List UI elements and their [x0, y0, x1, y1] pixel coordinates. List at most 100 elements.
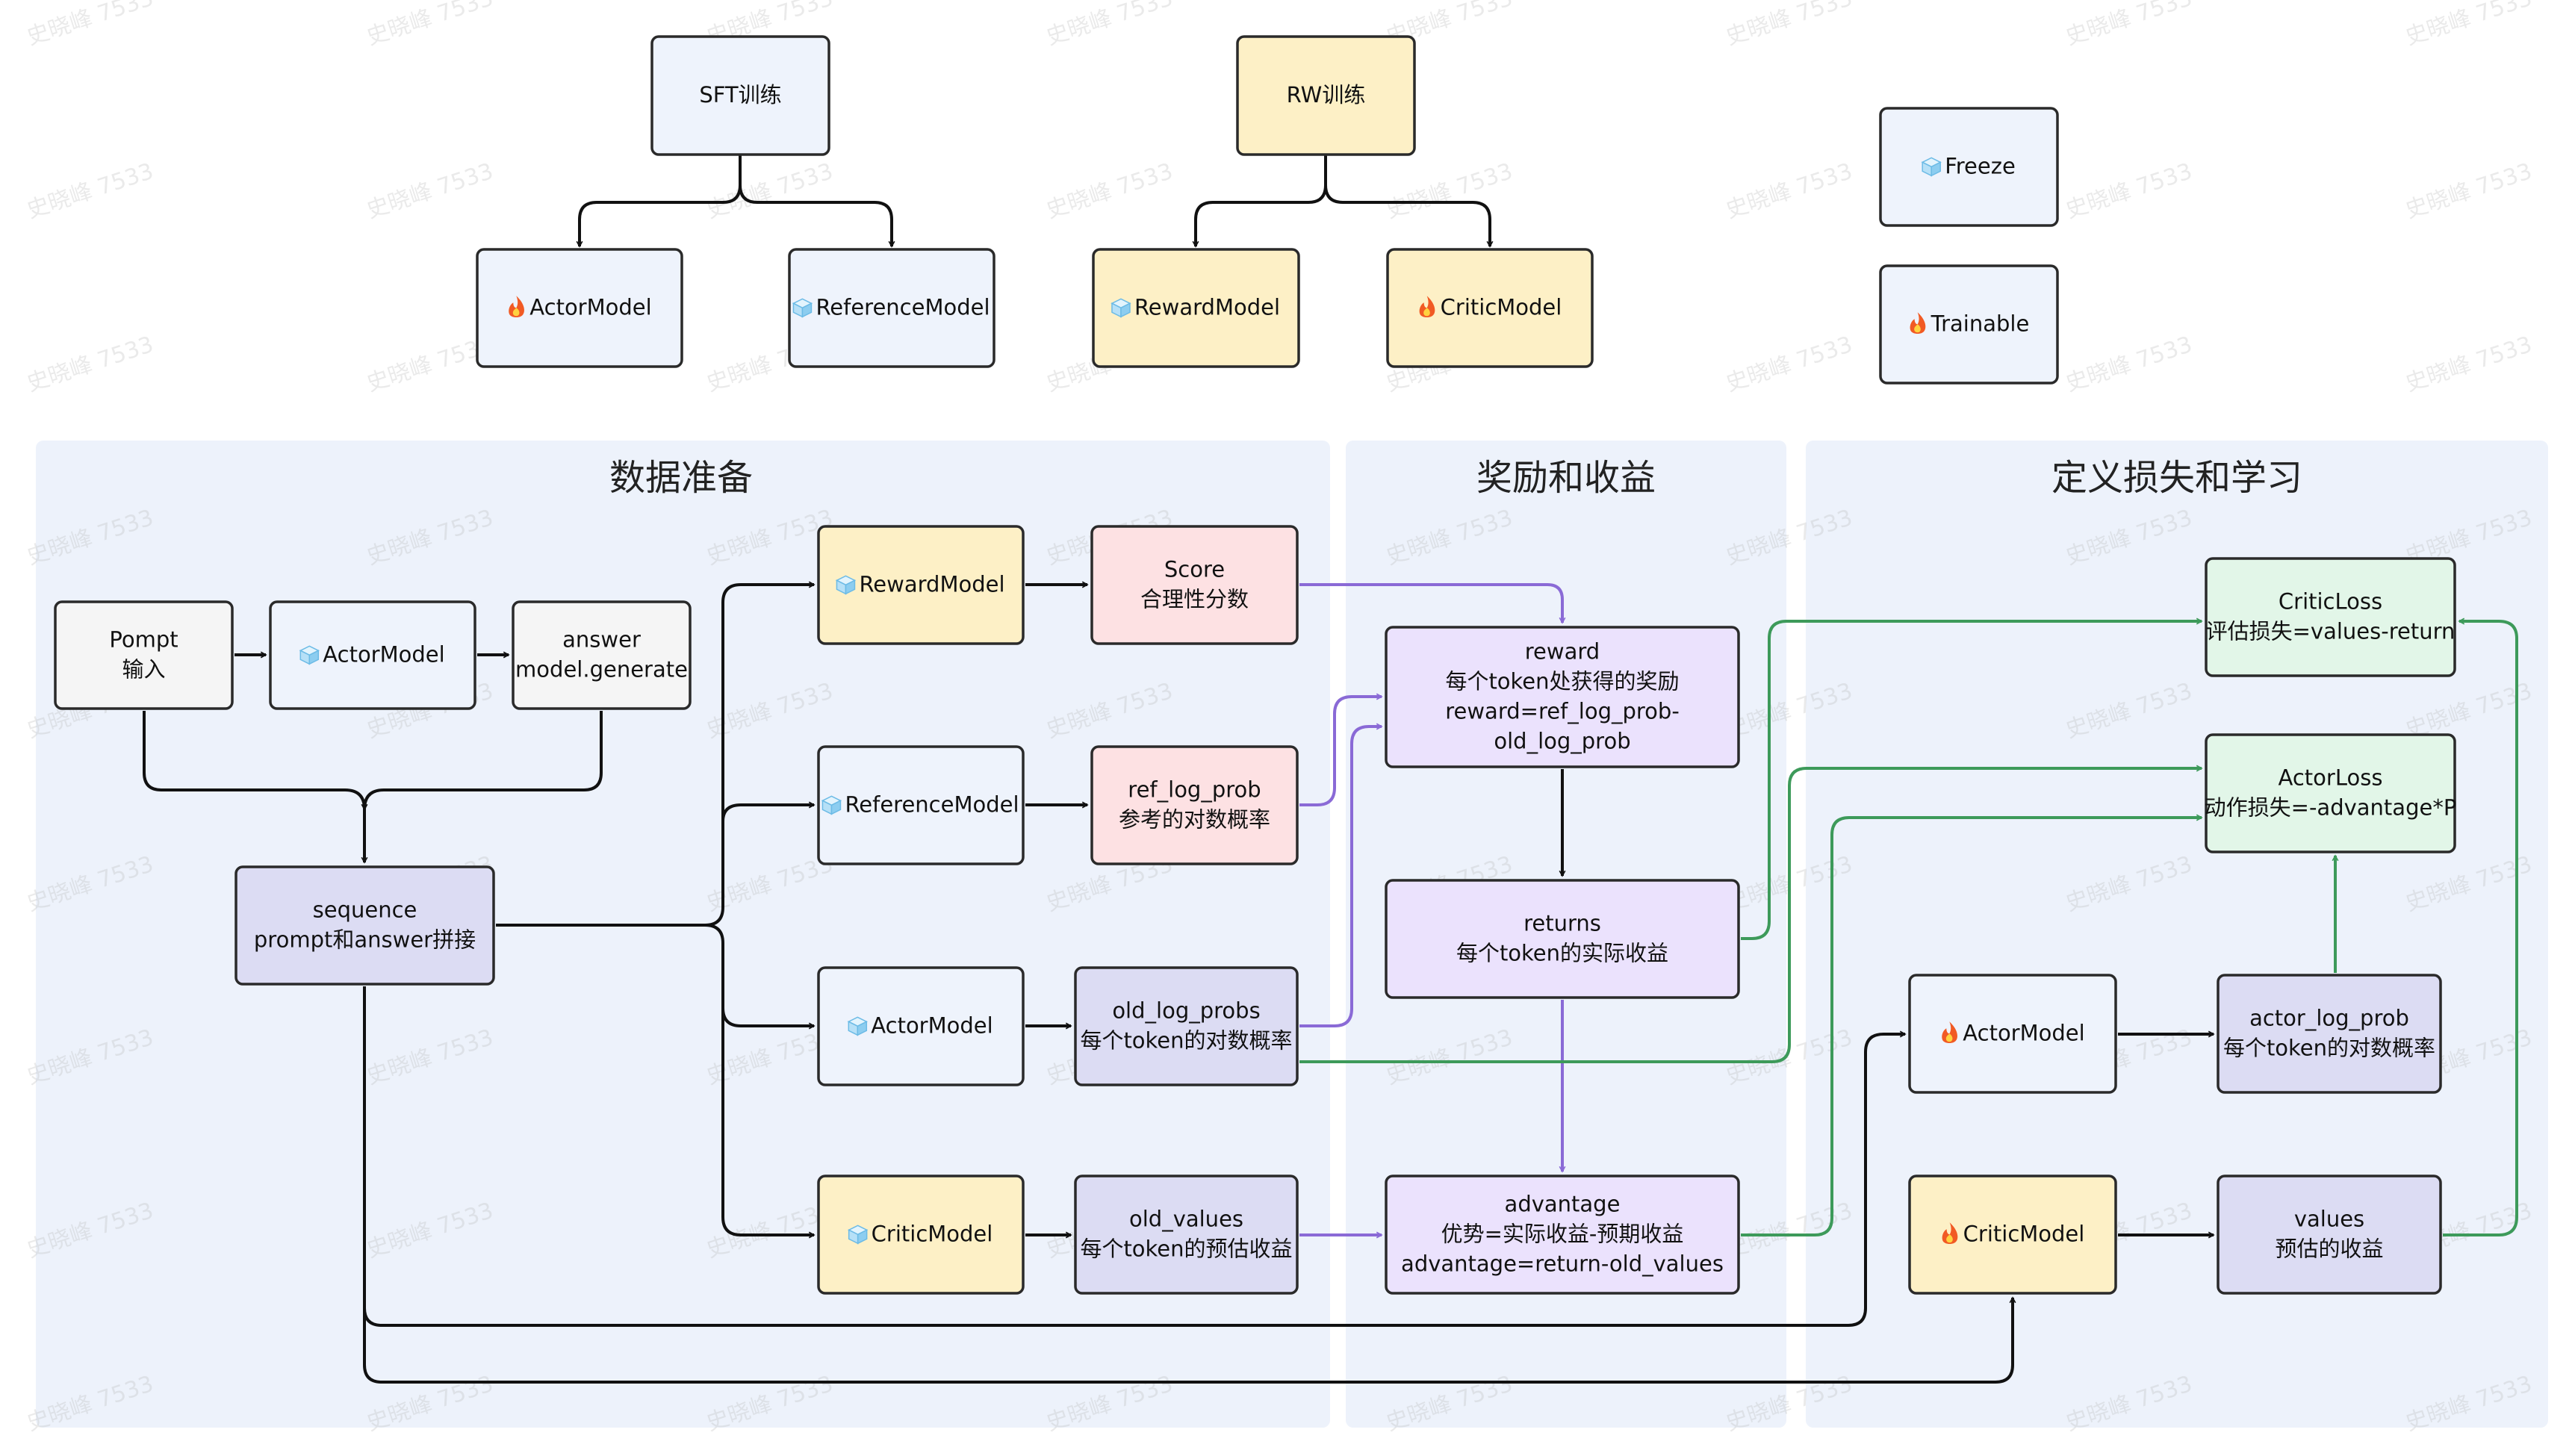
node-label: ActorLoss — [2279, 765, 2383, 790]
node-box — [1879, 264, 2059, 385]
ice-cube-icon — [299, 645, 320, 665]
ice-cube-icon — [847, 1225, 869, 1245]
node-label: reward — [1525, 638, 1600, 664]
watermark-text: 史晓峰 7533 — [2063, 0, 2196, 51]
node-box — [2217, 1175, 2442, 1295]
section-title: 定义损失和学习 — [2051, 457, 2302, 499]
node-label: ActorModel — [1963, 1020, 2084, 1045]
node-label: advantage=return-old_values — [1401, 1251, 1724, 1276]
node-label: 每个token的实际收益 — [1456, 940, 1668, 965]
node-top-ref: ReferenceModel — [788, 248, 995, 368]
node-box — [476, 248, 683, 368]
node-rw: RW训练 — [1236, 35, 1416, 156]
node-label: 预估的收益 — [2275, 1236, 2383, 1261]
node-box — [269, 600, 476, 710]
node-label: old_values — [1129, 1206, 1243, 1231]
fire-icon — [1419, 296, 1435, 318]
node-box — [1879, 107, 2059, 227]
section-title: 数据准备 — [609, 457, 753, 499]
watermark-text: 史晓峰 7533 — [1043, 158, 1176, 224]
ice-cube-icon — [1111, 298, 1131, 318]
node-old-log-probs: old_log_probs 每个token的对数概率 — [1074, 966, 1299, 1086]
node-dp-critic: CriticModel — [817, 1175, 1025, 1295]
node-box — [1908, 974, 2117, 1094]
node-top-actor: ActorModel — [476, 248, 683, 368]
node-legend-trainable: Trainable — [1879, 264, 2059, 385]
node-box — [817, 1175, 1025, 1295]
ice-cube-icon — [835, 575, 857, 595]
black-arrow — [363, 1298, 2013, 1384]
node-box — [2205, 557, 2456, 677]
node-label: 每个token的预估收益 — [1080, 1236, 1292, 1261]
black-arrow — [704, 924, 814, 1235]
node-box — [2205, 733, 2456, 853]
black-arrow — [580, 155, 742, 246]
node-label: model.generate — [515, 656, 688, 682]
node-learn-actor: ActorModel — [1908, 974, 2117, 1094]
node-label: sequence — [313, 897, 417, 922]
node-label: 输入 — [122, 656, 165, 682]
node-label: old_log_probs — [1112, 998, 1260, 1023]
node-box — [1908, 1175, 2117, 1295]
node-label: RewardModel — [859, 571, 1004, 597]
watermark-text: 史晓峰 7533 — [1723, 332, 1856, 397]
watermark-text: 史晓峰 7533 — [703, 158, 836, 224]
node-label: advantage — [1505, 1191, 1621, 1216]
node-label: Pompt — [109, 626, 178, 652]
black-arrow — [364, 711, 603, 809]
watermark-text: 史晓峰 7533 — [24, 332, 157, 397]
node-label: old_log_prob — [1494, 728, 1630, 753]
node-top-reward: RewardModel — [1092, 248, 1300, 368]
black-arrow — [496, 585, 814, 927]
node-label: 动作损失=-advantage*P — [2205, 794, 2457, 820]
node-dp-reward: RewardModel — [817, 525, 1025, 645]
watermark-text: 史晓峰 7533 — [24, 158, 157, 224]
watermark-text: 史晓峰 7533 — [364, 158, 497, 224]
node-box — [1385, 626, 1740, 768]
node-label: SFT训练 — [699, 82, 781, 108]
node-label: answer — [562, 626, 641, 652]
node-critic-loss: CriticLoss 评估损失=values-return — [2205, 557, 2456, 677]
node-learn-critic: CriticModel — [1908, 1175, 2117, 1295]
ice-cube-icon — [847, 1016, 868, 1036]
watermark-text: 史晓峰 7533 — [2063, 332, 2196, 397]
node-label: Freeze — [1945, 153, 2016, 178]
node-label: ActorModel — [529, 294, 651, 320]
node-label: 每个token的对数概率 — [2223, 1035, 2435, 1060]
node-label: prompt和answer拼接 — [254, 927, 476, 952]
node-legend-freeze: Freeze — [1879, 107, 2059, 227]
node-box — [2217, 974, 2442, 1094]
green-arrow — [1741, 621, 2202, 940]
black-arrow — [1196, 155, 1327, 246]
node-box — [1236, 35, 1416, 156]
node-box — [54, 600, 234, 710]
node-top-critic: CriticModel — [1386, 248, 1594, 368]
node-box — [1385, 1175, 1740, 1295]
node-label: CriticModel — [872, 1221, 993, 1246]
ice-cube-icon — [1921, 157, 1942, 177]
node-box — [788, 248, 995, 368]
node-box — [817, 525, 1025, 645]
node-box — [650, 35, 830, 156]
node-label: 每个token的对数概率 — [1080, 1027, 1292, 1053]
node-label: values — [2294, 1206, 2364, 1231]
black-arrow — [143, 711, 364, 862]
green-arrow — [1299, 768, 2202, 1063]
node-label: CriticLoss — [2279, 588, 2382, 614]
node-label: ActorModel — [871, 1012, 993, 1038]
node-label: CriticModel — [1441, 294, 1562, 320]
node-dp-actor: ActorModel — [269, 600, 476, 710]
node-box — [512, 600, 692, 710]
node-answer: answer model.generate — [512, 600, 692, 710]
section-title: 奖励和收益 — [1476, 457, 1656, 499]
fire-icon — [509, 296, 524, 318]
node-label: 评估损失=values-return — [2206, 618, 2456, 644]
node-label: 合理性分数 — [1140, 586, 1249, 612]
node-values: values 预估的收益 — [2217, 1175, 2442, 1295]
node-label: 每个token处获得的奖励 — [1445, 668, 1679, 694]
